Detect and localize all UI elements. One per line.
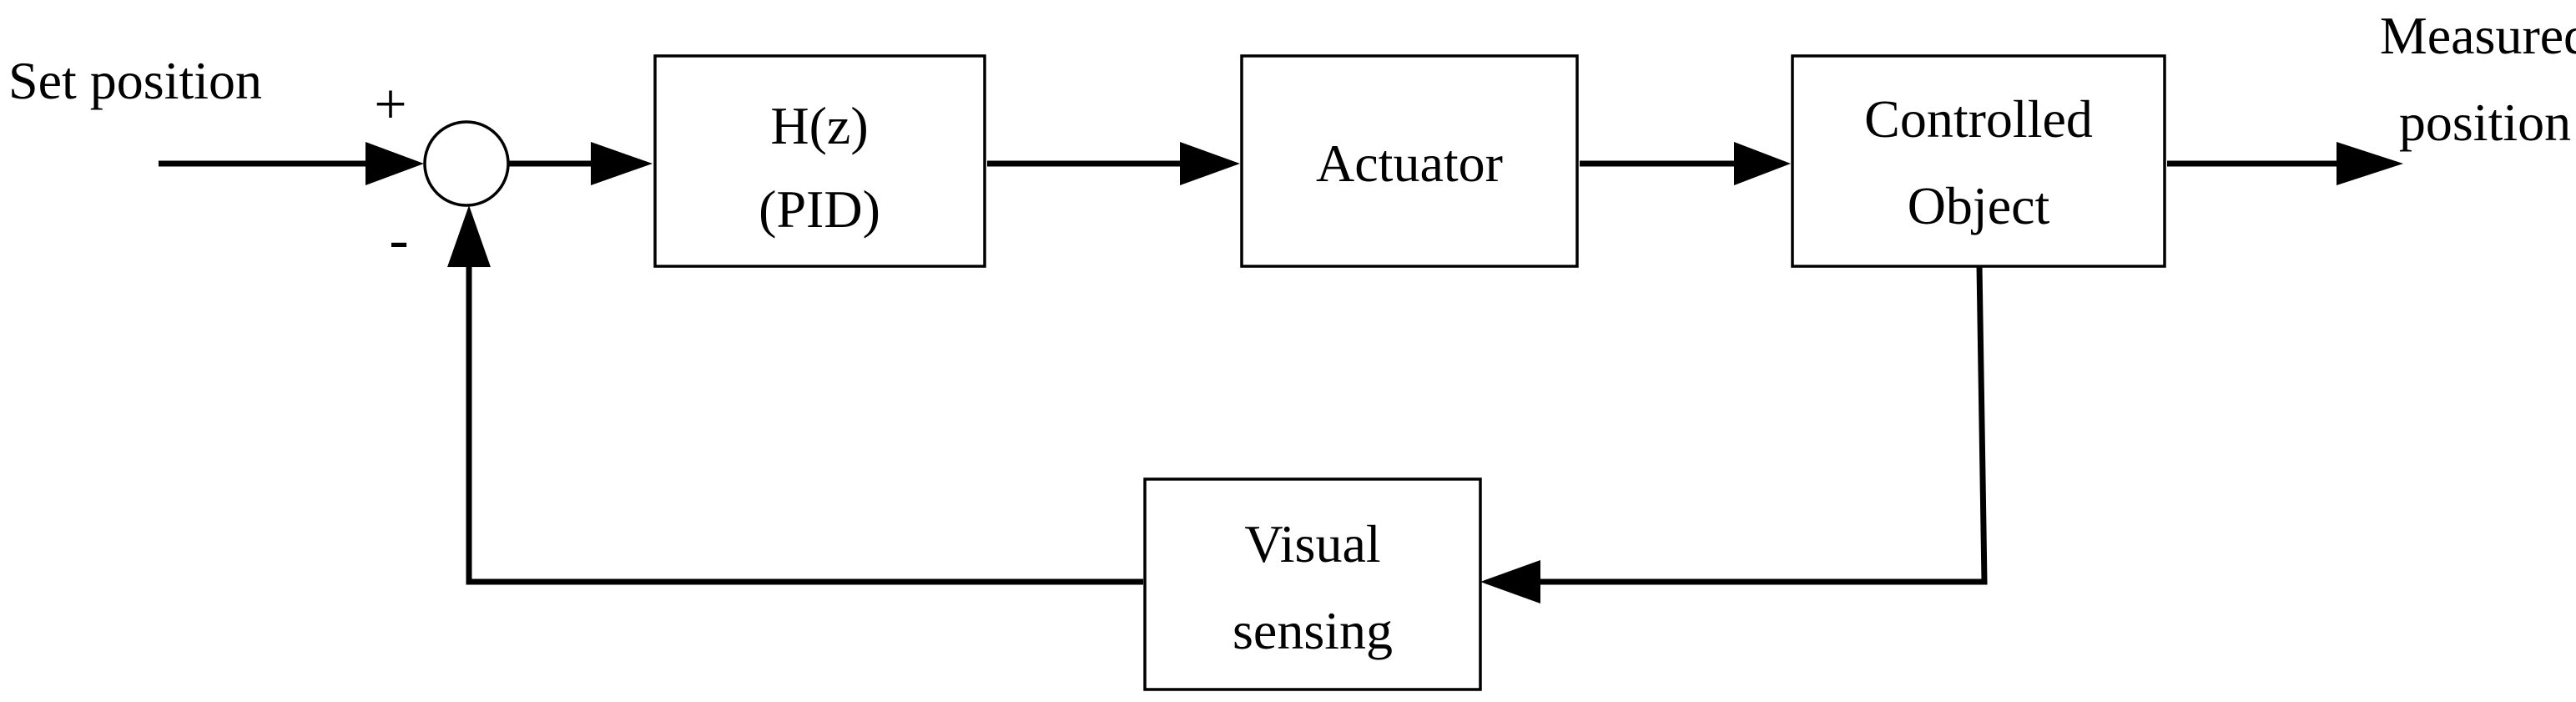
feedback-label-line-2: sensing xyxy=(1233,601,1393,660)
actuator-input-arrowhead xyxy=(1180,142,1240,185)
plus-sign: + xyxy=(374,73,406,137)
actuator-block: Actuator xyxy=(1240,54,1579,268)
controller-label-line-1: H(z) xyxy=(770,96,868,155)
minus-sign: - xyxy=(389,208,408,272)
controller-input-arrowhead xyxy=(591,142,653,185)
feedback-block: Visual sensing xyxy=(1143,477,1482,691)
controller-block: H(z) (PID) xyxy=(653,54,986,268)
plant-to-feedback-wire xyxy=(1535,265,1988,585)
actuator-label: Actuator xyxy=(1316,134,1503,193)
plant-input-arrowhead xyxy=(1734,142,1791,185)
junction-input-arrowhead xyxy=(365,142,424,185)
plant-label-line-1: Controlled xyxy=(1864,89,2093,149)
plant-label-line-2: Object xyxy=(1908,176,2050,235)
output-arrowhead xyxy=(2337,142,2403,185)
feedback-label-line-1: Visual xyxy=(1244,514,1380,573)
summing-junction xyxy=(423,120,510,207)
junction-feedback-arrowhead xyxy=(447,205,491,267)
feedback-input-arrowhead xyxy=(1480,560,1540,604)
output-label-line-1: Measured xyxy=(2380,6,2576,65)
output-label-line-2: position xyxy=(2399,93,2571,152)
feedback-return-wire xyxy=(466,257,1143,585)
input-label: Set position xyxy=(8,51,262,110)
plant-block: Controlled Object xyxy=(1791,54,2166,268)
controller-label-line-2: (PID) xyxy=(759,179,880,239)
